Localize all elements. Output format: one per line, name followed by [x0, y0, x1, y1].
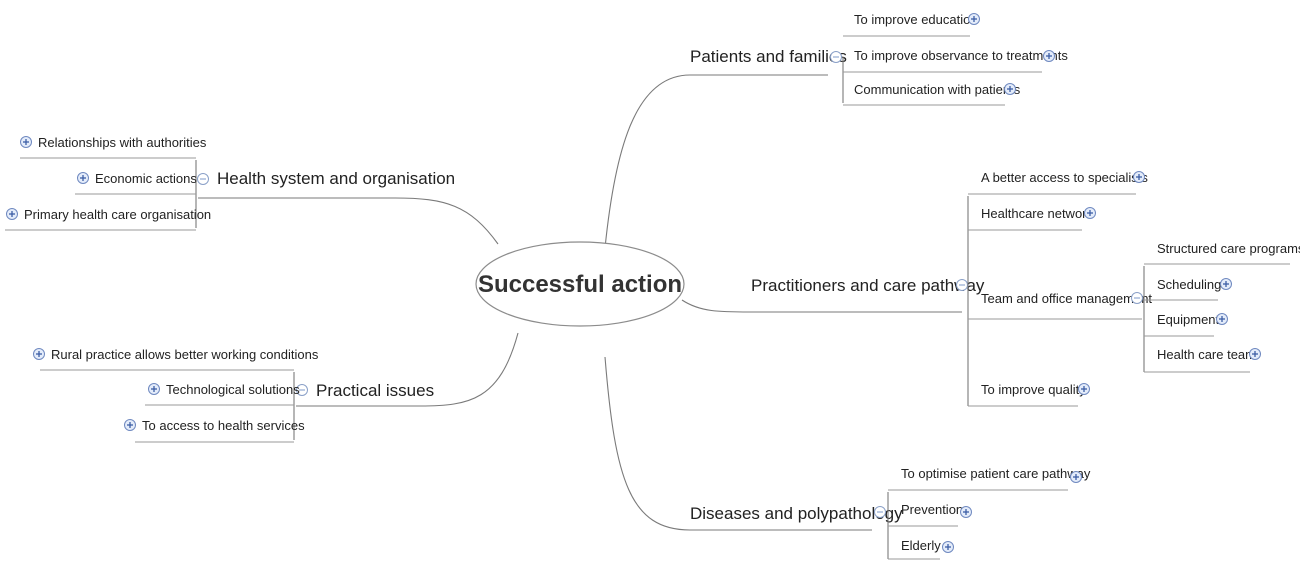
topic-improve-education[interactable]: To improve education — [854, 12, 980, 27]
topic-access-specialists[interactable]: A better access to specialists — [981, 170, 1148, 185]
topic-relationships-authorities[interactable]: Relationships with authorities — [20, 135, 207, 150]
branch-patients-families[interactable]: Patients and families — [690, 47, 847, 66]
topic-economic-actions[interactable]: Economic actions — [77, 171, 198, 186]
expand-icon[interactable] — [1043, 50, 1055, 62]
topic-label: Healthcare network — [981, 206, 1093, 221]
expand-icon[interactable] — [148, 383, 160, 395]
topic-label: Economic actions — [95, 171, 197, 186]
expand-icon[interactable] — [1249, 348, 1261, 360]
topic-label: Elderly — [901, 538, 941, 553]
expand-icon[interactable] — [960, 506, 972, 518]
branch-practitioners[interactable]: Practitioners and care pathway — [751, 276, 985, 295]
topic-label: Prevention — [901, 502, 963, 517]
topic-scheduling[interactable]: Scheduling — [1157, 277, 1232, 292]
collapse-icon[interactable] — [197, 173, 209, 185]
connector-health-system — [198, 197, 499, 245]
branch-patients-families-label: Patients and families — [690, 47, 847, 66]
topic-optimise-care-pathway[interactable]: To optimise patient care pathway — [901, 466, 1091, 483]
branch-diseases-label: Diseases and polypathology — [690, 504, 903, 523]
collapse-icon[interactable] — [1131, 292, 1143, 304]
topic-label: Relationships with authorities — [38, 135, 207, 150]
connector-practitioners — [681, 299, 962, 313]
expand-icon[interactable] — [1216, 313, 1228, 325]
topic-label: Technological solutions — [166, 382, 300, 397]
topic-label: Health care team — [1157, 347, 1256, 362]
expand-icon[interactable] — [968, 13, 980, 25]
connector-patients — [604, 74, 828, 249]
connector-practical — [296, 332, 519, 407]
topic-label: To improve observance to treatments — [854, 48, 1068, 63]
expand-icon[interactable] — [1078, 383, 1090, 395]
topic-label: Primary health care organisation — [24, 207, 211, 222]
topic-improve-quality[interactable]: To improve quality — [981, 382, 1090, 397]
expand-icon[interactable] — [1133, 171, 1145, 183]
topic-label: A better access to specialists — [981, 170, 1148, 185]
central-topic-label: Successful action — [478, 271, 682, 298]
expand-icon[interactable] — [942, 541, 954, 553]
expand-icon[interactable] — [6, 208, 18, 220]
topic-label: Team and office management — [981, 291, 1152, 306]
topic-label: Structured care programs — [1157, 241, 1300, 256]
topic-equipment[interactable]: Equipment — [1157, 312, 1228, 327]
branch-practitioners-label: Practitioners and care pathway — [751, 276, 985, 295]
topic-label: Rural practice allows better working con… — [51, 347, 319, 362]
expand-icon[interactable] — [124, 419, 136, 431]
topic-label: To access to health services — [142, 418, 305, 433]
topic-access-health-services[interactable]: To access to health services — [124, 418, 306, 433]
topic-health-care-team[interactable]: Health care team — [1157, 347, 1261, 362]
branch-practical-issues-label: Practical issues — [316, 381, 434, 400]
central-topic[interactable]: Successful action — [475, 241, 685, 327]
expand-icon[interactable] — [1084, 207, 1096, 219]
expand-icon[interactable] — [1070, 471, 1082, 483]
collapse-icon[interactable] — [830, 51, 842, 63]
topic-label: Scheduling — [1157, 277, 1221, 292]
branch-practical-issues[interactable]: Practical issues — [296, 381, 435, 400]
expand-icon[interactable] — [33, 348, 45, 360]
topic-technological-solutions[interactable]: Technological solutions — [148, 382, 301, 397]
topic-primary-health-care[interactable]: Primary health care organisation — [6, 207, 212, 222]
topic-structured-care-programs[interactable]: Structured care programs — [1157, 241, 1300, 256]
topic-label: To optimise patient care pathway — [901, 466, 1091, 481]
branch-health-system-label: Health system and organisation — [217, 169, 455, 188]
expand-icon[interactable] — [1220, 278, 1232, 290]
branch-health-system[interactable]: Health system and organisation — [197, 169, 456, 188]
expand-icon[interactable] — [20, 136, 32, 148]
topic-team-office-management[interactable]: Team and office management — [981, 291, 1152, 306]
topic-healthcare-network[interactable]: Healthcare network — [981, 206, 1096, 221]
collapse-icon[interactable] — [956, 279, 968, 291]
collapse-icon[interactable] — [296, 384, 308, 396]
topic-rural-practice[interactable]: Rural practice allows better working con… — [33, 347, 319, 362]
topic-label: To improve quality — [981, 382, 1086, 397]
topic-prevention[interactable]: Prevention — [901, 502, 972, 518]
connector-diseases — [604, 356, 872, 531]
topic-communication-patients[interactable]: Communication with patients — [854, 82, 1021, 97]
topic-label: To improve education — [854, 12, 978, 27]
branch-diseases[interactable]: Diseases and polypathology — [690, 504, 903, 523]
topic-label: Communication with patients — [854, 82, 1021, 97]
expand-icon[interactable] — [1004, 83, 1016, 95]
topic-label: Equipment — [1157, 312, 1220, 327]
topic-elderly[interactable]: Elderly — [901, 538, 954, 553]
collapse-icon[interactable] — [874, 506, 886, 518]
expand-icon[interactable] — [77, 172, 89, 184]
topic-improve-observance[interactable]: To improve observance to treatments — [854, 48, 1068, 63]
